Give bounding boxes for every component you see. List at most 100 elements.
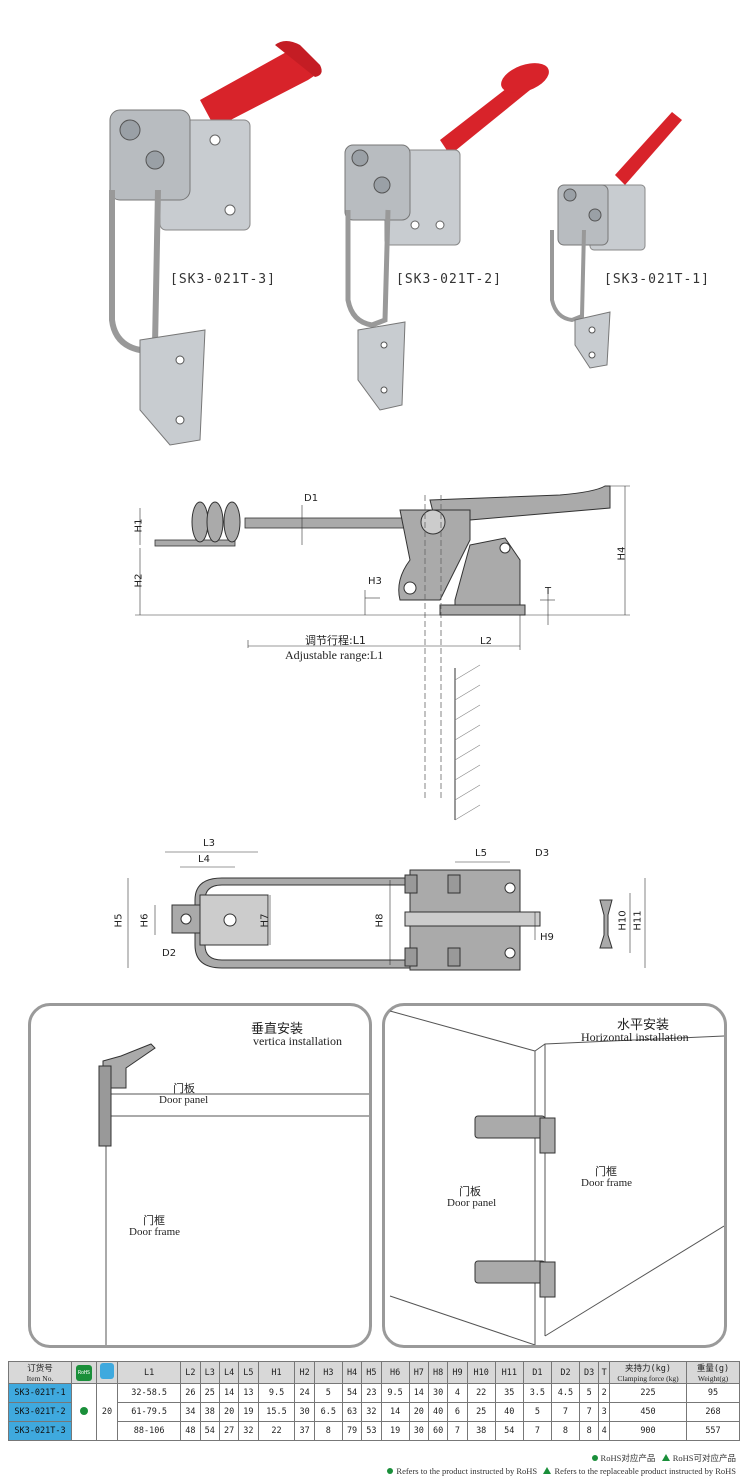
cell: 30 [408,1421,429,1441]
dim-h6: H6 [139,913,151,928]
header-rohs: RoHS [71,1361,97,1384]
header-weight-cn: 重量(g) [696,1364,730,1374]
cell: 14 [218,1383,240,1403]
cell: 35 [494,1383,524,1403]
vertical-installation-drawing [98,1043,369,1345]
cell: 7 [447,1421,468,1441]
product-photo-sk3-021t-1 [550,112,682,369]
cell: 25 [199,1383,220,1403]
horizontal-installation-drawing [389,1010,724,1345]
cell: 7 [522,1421,552,1441]
header-col-h11: H11 [494,1361,524,1384]
weight-cell: 268 [686,1402,740,1422]
cell: 20 [408,1402,429,1422]
header-item-en: Item No. [26,1374,54,1383]
dim-h1: H1 [133,518,145,533]
header-col-d1: D1 [522,1361,552,1384]
cell: 4 [598,1421,610,1441]
product-photos [109,41,682,446]
horizontal-door-panel-en: Door panel [447,1197,497,1209]
spec-table: 订货号 Item No. RoHS L1 L2 L3 L4 L5 H1 H2 H… [8,1361,740,1441]
horizontal-installation-panel: 水平安装 Horizontal installation 门板 Door pan… [382,1003,727,1348]
dim-l4: L4 [198,854,210,865]
shared-cell: 20 [96,1383,118,1441]
vertical-door-frame-cn: 门框 [143,1214,165,1227]
cell: 8 [313,1421,343,1441]
dim-l3: L3 [203,838,215,849]
cell: 25 [466,1402,496,1422]
adjustable-range-en: Adjustable range:L1 [285,648,384,662]
cell: 7 [550,1402,581,1422]
legend-replaceable-en: Refers to the replaceable product instru… [554,1466,736,1476]
cell: 53 [361,1421,382,1441]
item-cell: SK3-021T-3 [8,1421,72,1441]
header-col-h9: H9 [447,1361,468,1384]
table-row: SK3-021T-1 20 32-58.5 26 25 14 13 9.5 24… [8,1383,740,1441]
header-force: 夹持力(kg) Clamping force (kg) [609,1361,687,1384]
dim-h8: H8 [374,913,386,928]
cell: 13 [238,1383,259,1403]
header-col-h5: H5 [361,1361,382,1384]
dim-h4: H4 [616,546,628,561]
cell: 5 [313,1383,343,1403]
cell: 4 [447,1383,468,1403]
horizontal-door-panel-cn: 门板 [459,1185,481,1198]
cell: 30 [294,1402,315,1422]
cell: 14 [408,1383,429,1403]
cell: 5 [579,1383,600,1403]
header-col-h7: H7 [408,1361,429,1384]
cell: 26 [180,1383,201,1403]
cell: 5 [522,1402,552,1422]
cell: 7 [579,1402,600,1422]
top-view-drawing [127,851,646,971]
header-col-h1: H1 [257,1361,296,1384]
product-label-2: [SK3-021T-2] [396,272,502,287]
cell: 61-79.5 [116,1402,182,1422]
cell: 40 [494,1402,524,1422]
rohs-icon: RoHS [76,1364,92,1381]
product-photo-sk3-021t-2 [344,63,549,411]
table-header-row: 订货号 Item No. RoHS L1 L2 L3 L4 L5 H1 H2 H… [8,1361,740,1384]
legend-line-2: Refers to the product instructed by RoHS… [387,1466,736,1476]
cell: 24 [294,1383,315,1403]
dim-h2: H2 [133,573,145,588]
green-triangle-icon [661,1454,670,1461]
cell: 54 [199,1421,220,1441]
legend-replaceable-cn: RoHS可对应产品 [672,1453,736,1463]
legend-rohs-cn: RoHS对应产品 [600,1453,656,1463]
table-row: SK3-021T-3 88-106 48 54 27 32 22 37 8 79… [8,1421,740,1441]
header-col-l4: L4 [218,1361,240,1384]
cell: 9.5 [380,1383,410,1403]
product-label-3: [SK3-021T-3] [170,272,276,287]
header-weight: 重量(g) Weight(g) [686,1361,740,1384]
cell: 2 [598,1383,610,1403]
table-row: SK3-021T-2 61-79.5 34 38 20 19 15.5 30 6… [8,1402,740,1422]
horizontal-title-en: Horizontal installation [581,1030,689,1044]
product-photo-sk3-021t-3 [109,41,322,446]
cell: 32 [361,1402,382,1422]
cell: 19 [238,1402,259,1422]
horizontal-title-cn: 水平安装 [617,1018,670,1033]
cell: 38 [466,1421,496,1441]
cell: 14 [380,1402,410,1422]
rohs-cell [71,1383,97,1441]
cell: 3 [598,1402,610,1422]
header-force-cn: 夹持力(kg) [625,1364,671,1374]
cell: 48 [180,1421,201,1441]
cell: 88-106 [116,1421,182,1441]
force-cell: 900 [609,1421,687,1441]
header-col-h8: H8 [427,1361,449,1384]
green-dot-icon [591,1455,598,1461]
dim-h7: H7 [259,913,271,928]
header-col-d3: D3 [579,1361,600,1384]
cell: 6.5 [313,1402,343,1422]
horizontal-door-frame-cn: 门框 [595,1165,617,1178]
item-cell: SK3-021T-1 [8,1383,72,1403]
cell: 34 [180,1402,201,1422]
dim-h5: H5 [113,913,125,928]
weight-cell: 557 [686,1421,740,1441]
header-replaceable [96,1361,118,1384]
header-force-en: Clamping force (kg) [617,1374,679,1383]
force-cell: 225 [609,1383,687,1403]
force-cell: 450 [609,1402,687,1422]
